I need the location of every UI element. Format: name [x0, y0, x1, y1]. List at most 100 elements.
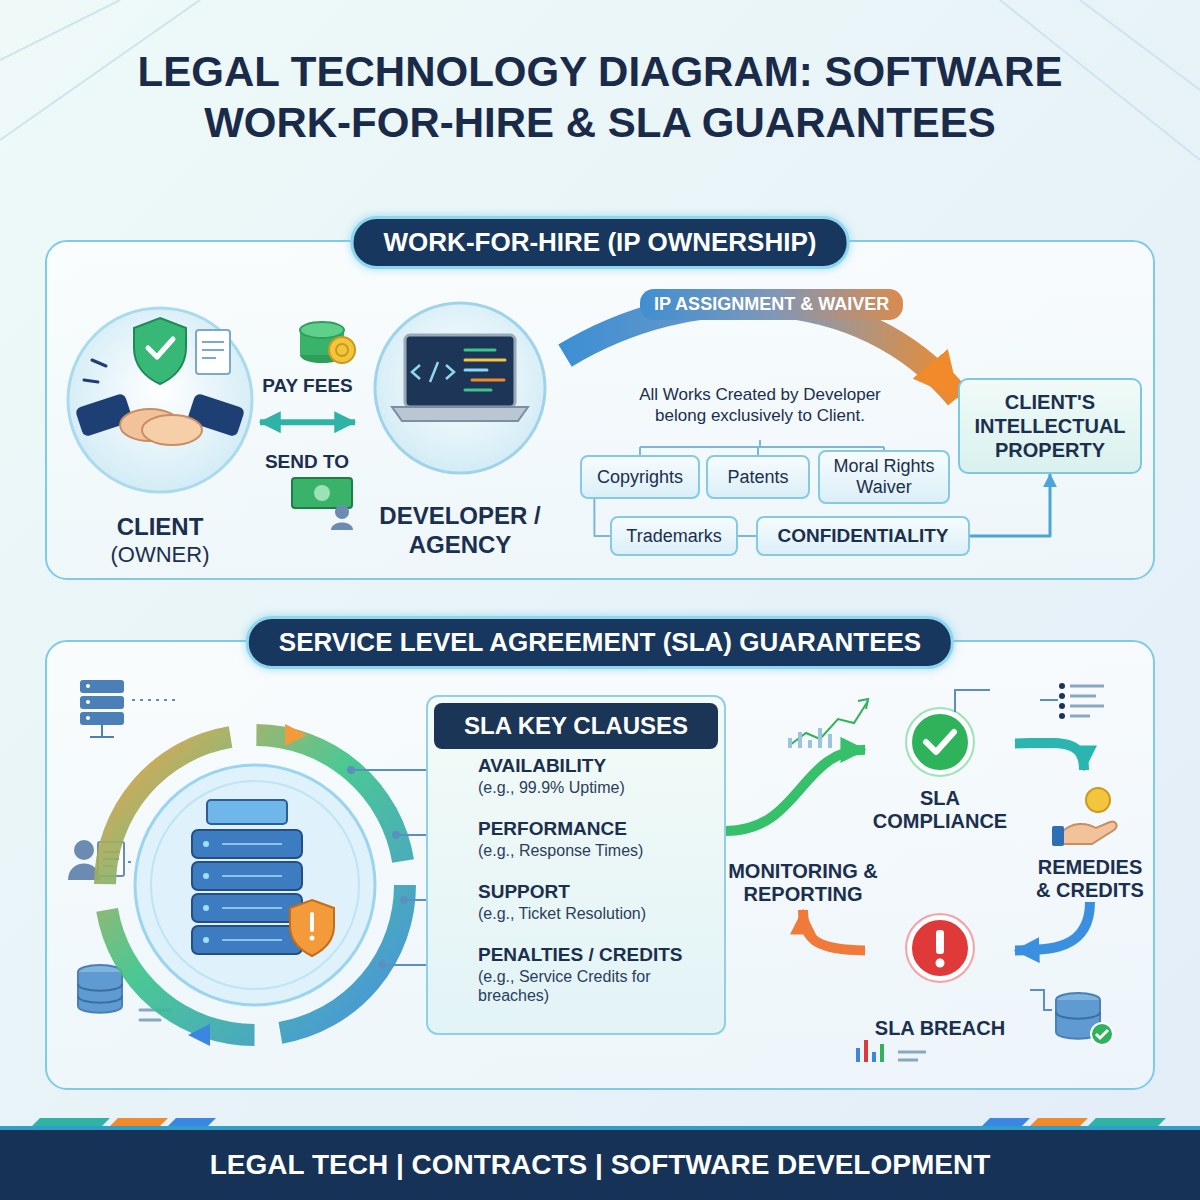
decor-path	[880, 1044, 884, 1062]
decor-circle	[910, 918, 970, 978]
node-heading: CLIENT	[117, 513, 204, 542]
connector	[738, 535, 756, 537]
decor-path	[285, 724, 307, 746]
clause-item: AVAILABILITY(e.g., 99.9% Uptime)	[478, 755, 718, 805]
node-subtext: (e.g., Ticket Resolution)	[478, 904, 718, 923]
decor-circle	[203, 905, 209, 911]
node-heading: Moral Rights Waiver	[827, 456, 941, 497]
decor-path	[412, 362, 454, 382]
decor-path	[392, 407, 528, 421]
decor-path	[465, 359, 505, 362]
decor-circle	[314, 485, 330, 501]
decor-circle	[135, 765, 375, 1005]
decor-circle	[348, 767, 354, 773]
node-subtext: (e.g., Response Times)	[478, 841, 718, 860]
decor-circle	[401, 897, 407, 903]
decor-ellipse	[142, 415, 202, 445]
cycle-node: MONITORING & REPORTING	[718, 855, 888, 910]
flow-label: SEND TO	[242, 450, 372, 474]
section-panel: SERVICE LEVEL AGREEMENT (SLA) GUARANTEES…	[45, 640, 1155, 1090]
decor-g	[348, 767, 426, 968]
connector	[726, 750, 865, 831]
decor-circle	[203, 841, 209, 847]
decor-path	[310, 914, 314, 930]
decor-g	[292, 322, 355, 530]
client-node: CLIENT(OWNER)	[60, 300, 260, 568]
connector	[1015, 743, 1084, 770]
decor-path	[858, 699, 868, 709]
decor-g	[858, 1040, 882, 1062]
decor-rect	[80, 712, 124, 725]
decor-g	[222, 844, 282, 940]
decor-circle	[310, 936, 315, 941]
ip-chip: CONFIDENTIALITY	[756, 516, 970, 556]
decor-path	[472, 379, 504, 382]
decor-path	[188, 1024, 210, 1046]
decor-path	[168, 1118, 216, 1126]
decor-circle	[335, 505, 349, 519]
decor-path	[0, 0, 1200, 160]
decor-circle	[1059, 683, 1065, 689]
ip-chip: Patents	[706, 455, 810, 499]
decor-rect	[45, 240, 1155, 580]
connector	[803, 910, 865, 950]
decor-circle	[151, 781, 359, 989]
decor-path	[1062, 822, 1117, 844]
decor-path	[982, 1118, 1030, 1126]
node-heading: SERVICE LEVEL AGREEMENT (SLA) GUARANTEES	[246, 616, 954, 669]
decor-path	[331, 523, 353, 531]
decor-circle	[375, 303, 545, 473]
decor-path	[465, 349, 495, 352]
decor-circle	[936, 959, 945, 968]
decor-rect	[936, 930, 944, 954]
decor-circle	[393, 832, 399, 838]
decor-circle	[74, 840, 94, 860]
decor-rect	[196, 330, 230, 374]
ip-chip: Trademarks	[610, 516, 738, 556]
node-heading: CONFIDENTIALITY	[778, 525, 949, 547]
decor-path	[790, 728, 830, 748]
decor-circle	[906, 708, 974, 776]
edge-label: IP ASSIGNMENT & WAIVER	[640, 289, 903, 320]
decor-path	[1096, 1030, 1108, 1038]
decor-path	[856, 1048, 860, 1062]
decor-circle	[1059, 713, 1065, 719]
cycle-node: REMEDIES & CREDITS	[1030, 770, 1150, 902]
decor-circle	[906, 914, 974, 982]
decor-g	[0, 0, 1200, 160]
diagram-title: LEGAL TECHNOLOGY DIAGRAM: SOFTWARE WORK-…	[40, 46, 1160, 148]
decor-circle	[1059, 703, 1065, 709]
node-heading: PERFORMANCE	[478, 818, 718, 841]
decor-rect	[292, 478, 352, 508]
node-heading: Trademarks	[626, 526, 721, 547]
decor-circle	[1086, 788, 1110, 812]
decor-circle	[203, 873, 209, 879]
decor-path	[955, 690, 990, 712]
decor-path	[32, 1118, 110, 1126]
cycle-node: SLA COMPLIANCE	[865, 705, 1015, 833]
decor-circle	[203, 937, 209, 943]
edge-label: PAY FEES	[258, 374, 356, 398]
decor-rect	[80, 696, 124, 709]
decor-path	[465, 369, 487, 372]
node-heading: Patents	[727, 467, 788, 488]
decor-rect	[1052, 826, 1064, 846]
ip-box: CLIENT'S INTELLECTUAL PROPERTY	[958, 378, 1142, 474]
ip-chip: Copyrights	[580, 455, 700, 499]
decor-circle	[68, 308, 252, 492]
decor-path	[1030, 1118, 1088, 1126]
decor-path	[110, 1118, 168, 1126]
decor-path	[1056, 1012, 1100, 1019]
connector	[260, 419, 355, 425]
decor-rect	[405, 335, 515, 407]
section-panel: WORK-FOR-HIRE (IP OWNERSHIP)CLIENT(OWNER…	[45, 240, 1155, 580]
cycle-node: SLA BREACH	[865, 912, 1015, 1040]
clause-item: PENALTIES / CREDITS(e.g., Service Credit…	[478, 944, 718, 1005]
note-text: All Works Created by Developer belong ex…	[624, 384, 896, 427]
decor-rect	[45, 640, 1155, 1090]
connector	[970, 474, 1050, 536]
decor-path	[1030, 990, 1052, 1010]
developer-node: DEVELOPER / AGENCY	[355, 298, 565, 560]
decor-path	[134, 318, 186, 384]
